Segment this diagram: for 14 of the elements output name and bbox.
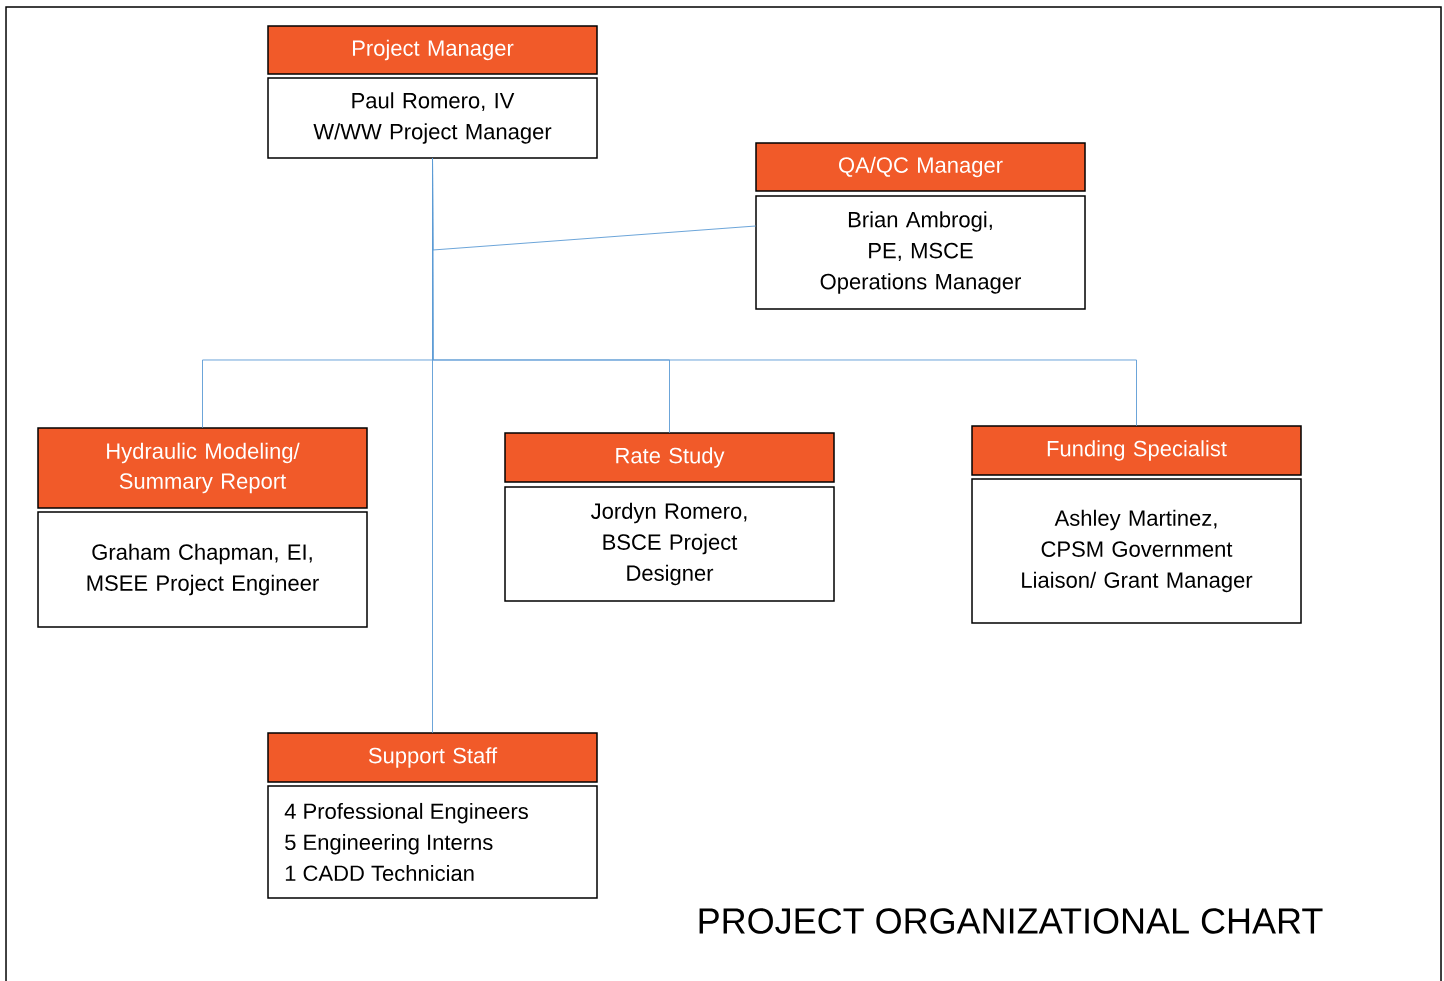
info-box: Ashley Martinez, CPSM Government Liaison/ Grant Manager — [971, 478, 1302, 624]
info-box: Paul Romero, IV W/WW Project Manager — [267, 77, 598, 159]
info-box: Jordyn Romero, BSCE Project Designer — [504, 486, 835, 602]
info-box: Brian Ambrogi, PE, MSCE Operations Manager — [755, 195, 1086, 310]
info-box: 4 Professional Engineers 5 Engineering Interns 1 CADD Technician — [267, 785, 598, 899]
connector-line — [432, 157, 433, 734]
info-box: Graham Chapman, EI, MSEE Project Engineer — [37, 511, 368, 628]
chart-title: PROJECT ORGANIZATIONAL CHART — [699, 908, 1323, 934]
header-bar: Rate Study — [504, 432, 835, 483]
header-bar: QA/QC Manager — [755, 142, 1086, 192]
header-bar: Hydraulic Modeling/ Summary Report — [37, 427, 368, 509]
header-bar: Funding Specialist — [971, 425, 1302, 476]
header-bar: Support Staff — [267, 732, 598, 783]
header-bar: Project Manager — [267, 25, 598, 75]
